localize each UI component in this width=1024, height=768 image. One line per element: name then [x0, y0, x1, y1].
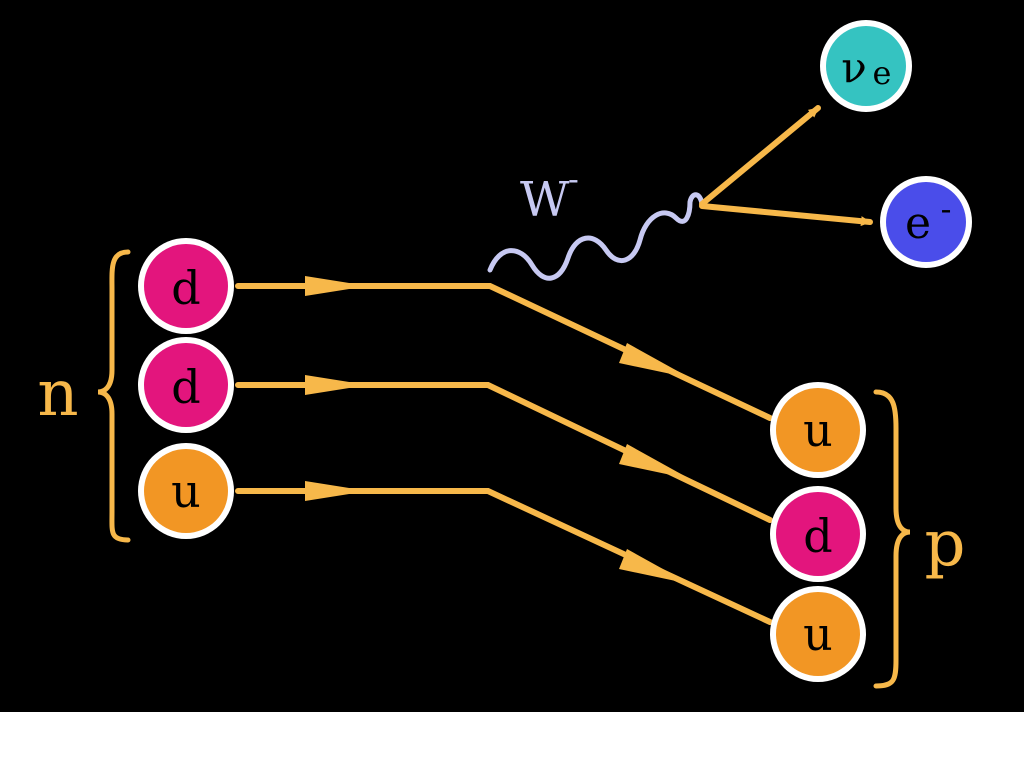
quark-flavor-label: d: [171, 261, 200, 315]
neutron-quark-3: u: [138, 443, 234, 539]
arrow-line-3-left: [305, 481, 368, 501]
proton-quark-1: u: [770, 382, 866, 478]
proton-label: p: [925, 507, 966, 581]
lepton-lines: [699, 105, 873, 227]
arrow-line-1-left: [305, 276, 368, 296]
diagram-panel: n p d d: [0, 0, 1024, 712]
w-boson-label: W -: [520, 160, 579, 228]
electron-symbol: e: [905, 198, 931, 249]
w-boson-wave: [487, 192, 705, 281]
quark-flavor-label: u: [803, 607, 833, 661]
quark-line-3: [235, 488, 773, 625]
arrow-line-1-right: [619, 343, 690, 378]
neutron-bracket: [97, 249, 131, 543]
quark-flavor-label: u: [803, 403, 833, 457]
neutron-group: n: [37, 249, 131, 543]
quark-arrows: [305, 276, 690, 584]
quark-flavor-label: u: [171, 464, 201, 518]
neutron-quark-1: d: [138, 238, 234, 334]
proton-quark-2: d: [770, 486, 866, 582]
antineutrino-symbol: ν: [841, 43, 867, 92]
proton-quark-3: u: [770, 586, 866, 682]
proton-group: p: [873, 389, 966, 689]
neutron-label: n: [37, 357, 78, 431]
neutron-quark-2: d: [138, 337, 234, 433]
quark-flavor-label: d: [803, 509, 832, 563]
electron-line: [699, 203, 873, 227]
beta-decay-diagram: n p d d: [37, 9, 972, 689]
antineutrino: ˉ ν e: [820, 9, 912, 112]
proton-bracket: [873, 389, 911, 689]
w-boson-symbol: W: [520, 172, 570, 228]
arrow-line-3-right: [619, 549, 690, 584]
quark-line-1: [235, 283, 773, 421]
arrow-line-2-left: [305, 375, 368, 395]
quark-lines: [235, 283, 773, 625]
w-boson-charge: -: [568, 160, 579, 198]
neutron-quarks: d d u: [138, 238, 234, 539]
electron-charge: -: [941, 190, 952, 228]
electron: e -: [880, 176, 972, 268]
arrow-line-2-right: [619, 444, 690, 479]
proton-quarks: u d u: [770, 382, 866, 682]
quark-flavor-label: d: [171, 360, 200, 414]
antineutrino-subscript: e: [873, 54, 892, 92]
antineutrino-line: [699, 105, 821, 207]
antineutrino-bar: ˉ: [835, 9, 852, 49]
